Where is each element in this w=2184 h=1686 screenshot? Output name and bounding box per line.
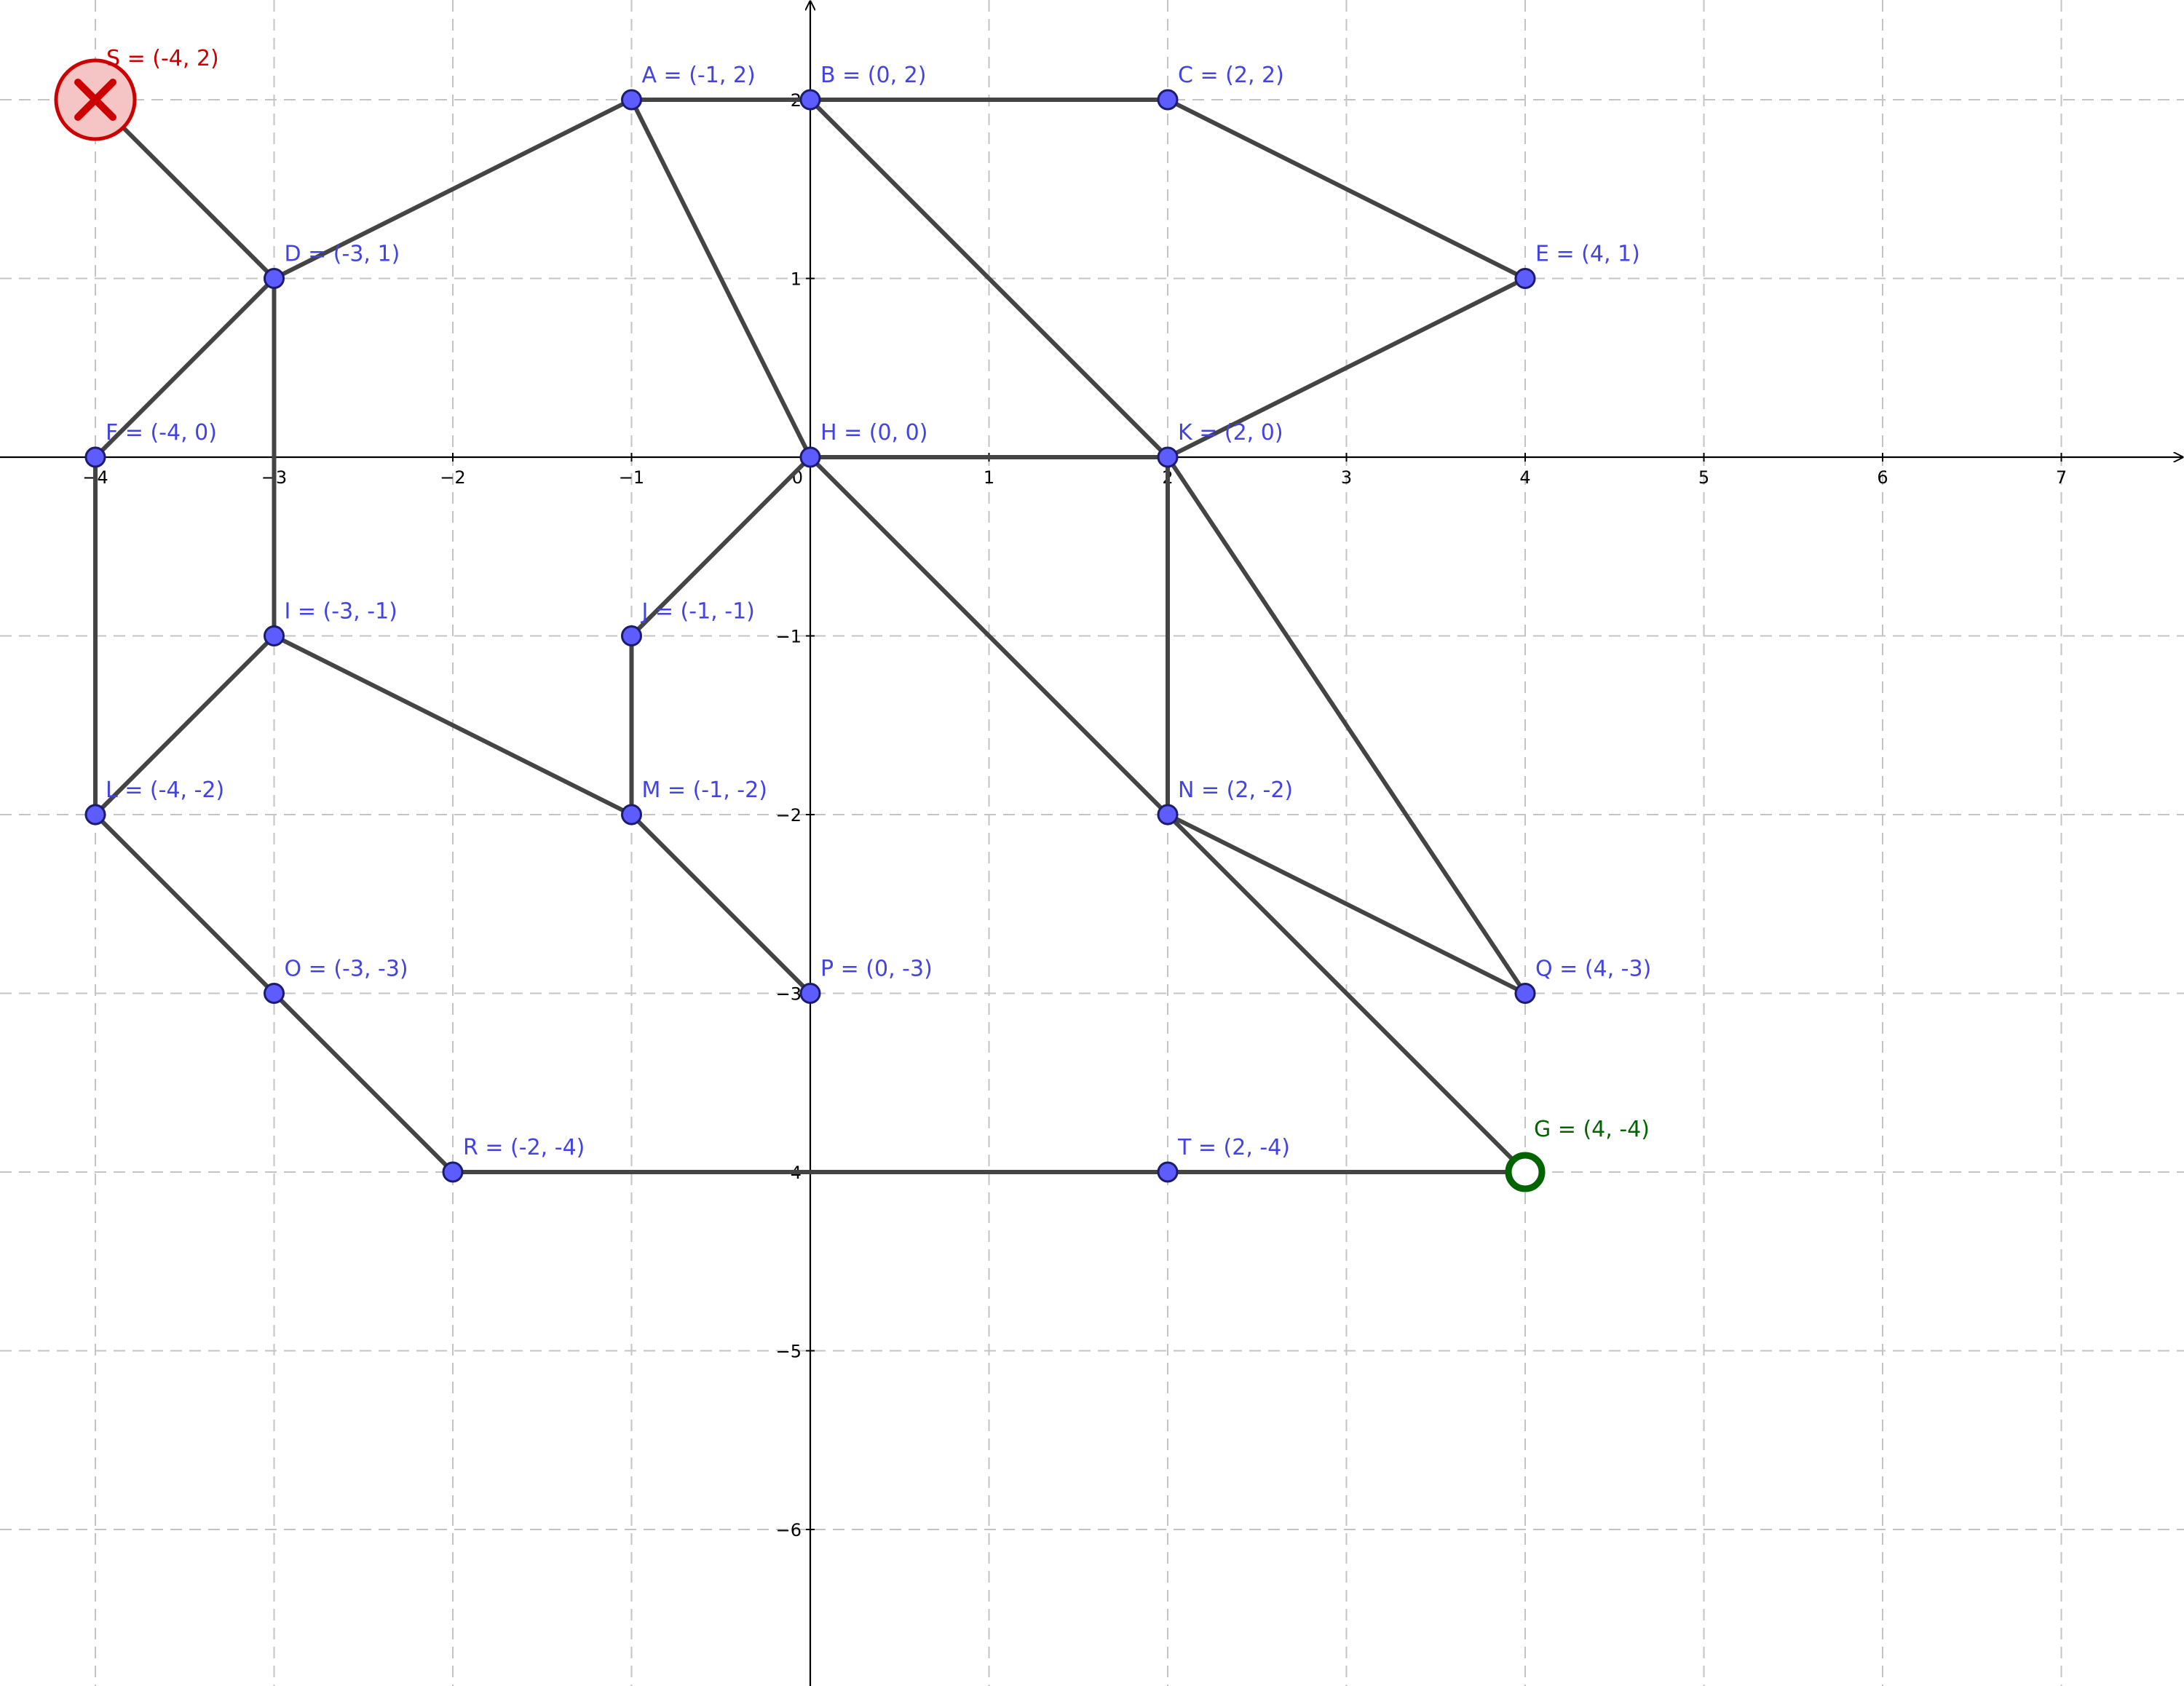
- vertex-label-h: H = (0, 0): [820, 420, 927, 446]
- vertex-c[interactable]: [1157, 89, 1179, 111]
- vertex-label-r: R = (-2, -4): [463, 1135, 585, 1160]
- vertex-label-a: A = (-1, 2): [642, 63, 756, 88]
- edge-o-r: [272, 991, 455, 1174]
- edge-l-o: [93, 812, 277, 996]
- vertex-label-l: L = (-4, -2): [106, 777, 224, 803]
- vertex-m[interactable]: [621, 804, 642, 826]
- vertex-q[interactable]: [1514, 983, 1536, 1004]
- ring-icon: [1505, 1152, 1546, 1192]
- vertex-label-c: C = (2, 2): [1178, 63, 1284, 88]
- y-tick-label: 1: [791, 269, 802, 290]
- vertex-label-i: I = (-3, -1): [285, 599, 397, 625]
- y-tick-label: −6: [776, 1520, 802, 1540]
- vertex-e[interactable]: [1514, 268, 1536, 289]
- edge-d-a: [272, 98, 634, 281]
- y-tick-label: −3: [776, 984, 802, 1005]
- x-tick-label: −2: [440, 467, 465, 488]
- vertex-j[interactable]: [621, 625, 642, 646]
- vertex-n[interactable]: [1157, 804, 1179, 826]
- vertex-p[interactable]: [799, 983, 821, 1004]
- vertex-label-s: S = (-4, 2): [106, 46, 219, 71]
- x-tick-label: −1: [619, 467, 644, 488]
- edge-h-j: [629, 455, 812, 638]
- edge-b-k: [808, 98, 1170, 459]
- x-tick-label: 4: [1519, 467, 1530, 488]
- edge-i-m: [272, 633, 634, 817]
- edge-e-k: [1166, 276, 1527, 459]
- vertex-label-m: M = (-1, -2): [642, 777, 767, 803]
- x-tick-label: 5: [1698, 467, 1709, 488]
- edge-a-h: [629, 98, 812, 459]
- start-vertex-s[interactable]: [54, 58, 137, 141]
- vertex-label-o: O = (-3, -3): [285, 957, 408, 982]
- edge-m-p: [629, 812, 812, 996]
- vertex-label-p: P = (0, -3): [820, 957, 933, 982]
- vertex-d[interactable]: [264, 268, 285, 289]
- vertex-label-b: B = (0, 2): [820, 63, 926, 88]
- vertex-f[interactable]: [84, 446, 106, 468]
- vertex-h[interactable]: [799, 446, 821, 468]
- vertex-l[interactable]: [84, 804, 106, 826]
- y-tick-label: −5: [776, 1342, 802, 1362]
- vertex-label-n: N = (2, -2): [1178, 777, 1293, 803]
- edge-c-e: [1166, 98, 1527, 281]
- edge-i-l: [93, 633, 277, 817]
- vertex-label-t: T = (2, -4): [1177, 1135, 1290, 1160]
- y-tick-label: −2: [776, 805, 802, 826]
- x-tick-label: 7: [2056, 467, 2067, 488]
- edge-k-q: [1166, 455, 1527, 996]
- vertex-label-d: D = (-3, 1): [285, 242, 400, 267]
- vertex-label-k: K = (2, 0): [1178, 420, 1283, 446]
- vertex-label-q: Q = (4, -3): [1535, 957, 1651, 982]
- edge-s-d: [93, 98, 277, 281]
- edge-n-q: [1166, 812, 1527, 996]
- y-tick-label: −1: [776, 627, 802, 647]
- edge-d-f: [93, 276, 277, 459]
- vertex-i[interactable]: [264, 625, 285, 646]
- vertex-label-f: F = (-4, 0): [106, 420, 217, 446]
- x-tick-label: 1: [984, 467, 994, 488]
- vertex-label-g: G = (4, -4): [1534, 1117, 1650, 1142]
- x-tick-label: 3: [1341, 467, 1352, 488]
- vertices: [54, 58, 1546, 1192]
- vertex-k[interactable]: [1157, 446, 1179, 468]
- edge-h-n: [808, 455, 1170, 817]
- goal-vertex-g[interactable]: [1505, 1152, 1546, 1192]
- vertex-r[interactable]: [442, 1161, 464, 1183]
- edge-n-g: [1166, 812, 1527, 1174]
- vertex-labels: S = (-4, 2) A = (-1, 2) B = (0, 2) C = (2, …: [106, 46, 1651, 1160]
- edges: [93, 98, 1527, 1174]
- cross-circle-icon: [74, 79, 116, 121]
- x-tick-label: 6: [1877, 467, 1888, 488]
- vertex-b[interactable]: [799, 89, 821, 111]
- vertex-label-j: J = (-1, -1): [641, 599, 755, 625]
- vertex-label-e: E = (4, 1): [1535, 242, 1640, 267]
- vertex-t[interactable]: [1157, 1161, 1179, 1183]
- vertex-a[interactable]: [621, 89, 642, 111]
- vertex-o[interactable]: [264, 983, 285, 1004]
